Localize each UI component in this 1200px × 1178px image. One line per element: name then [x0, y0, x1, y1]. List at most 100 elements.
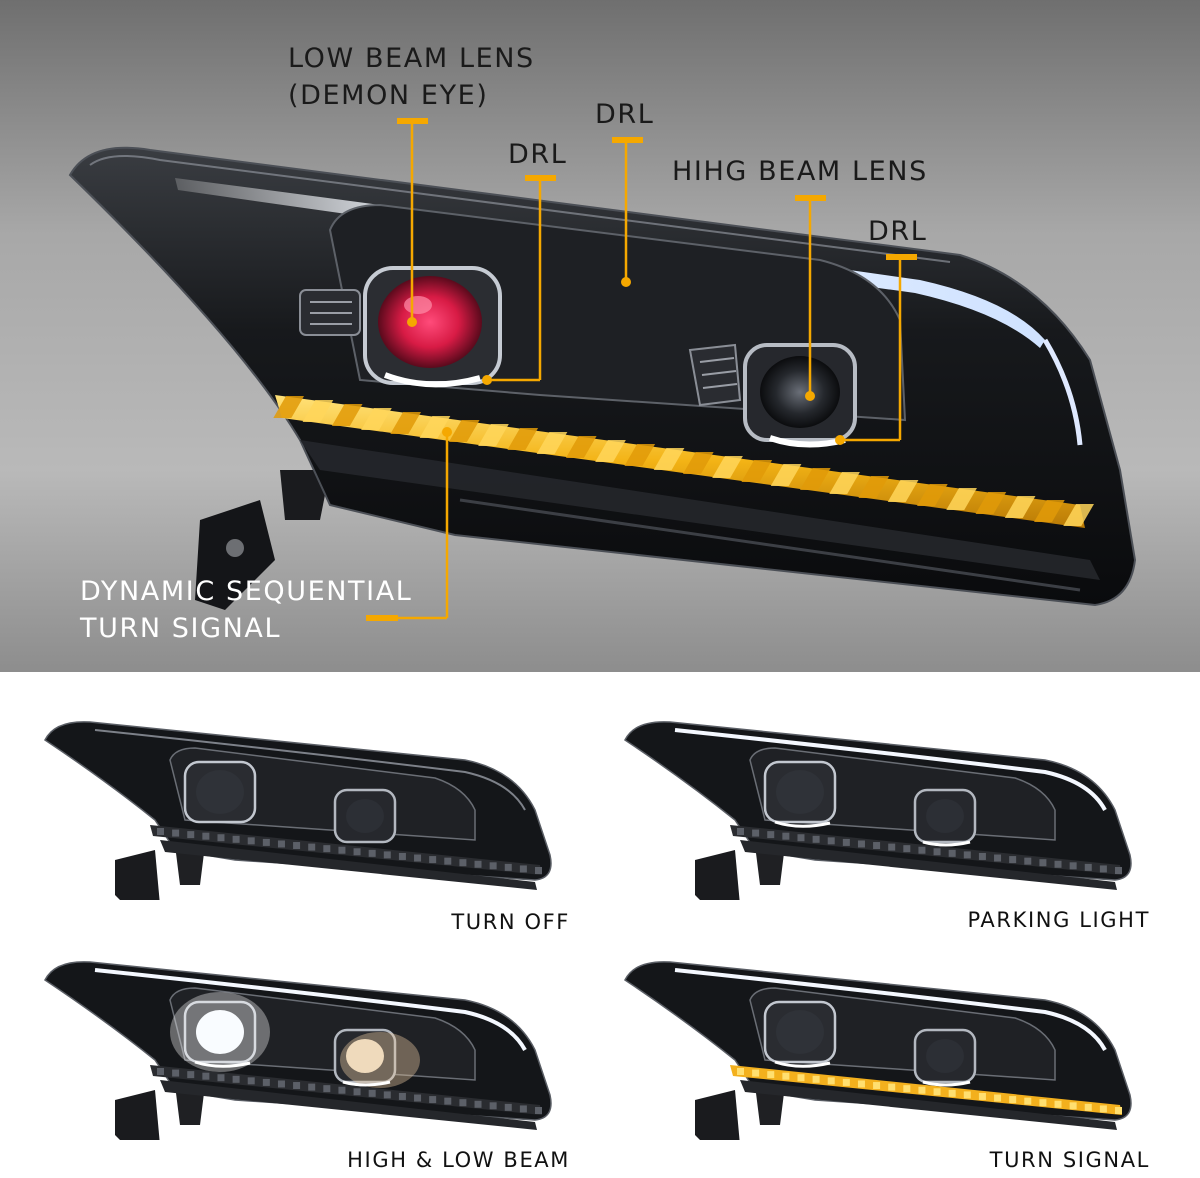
turn-signal-segment — [842, 838, 850, 846]
turn-signal-segment — [474, 860, 482, 868]
lower-trim — [160, 1080, 537, 1130]
turn-signal-segment — [770, 464, 802, 486]
low-beam-drl-ring — [194, 1060, 251, 1068]
turn-signal-segment — [918, 846, 926, 854]
turn-signal-segment — [1084, 1103, 1092, 1111]
drl-light-bar — [94, 968, 527, 1051]
mount-tab — [280, 470, 330, 520]
turn-signal-segment — [1099, 1105, 1107, 1113]
turn-signal-segment — [741, 460, 773, 482]
low-beam-lens — [776, 1010, 824, 1054]
high-beam-lens — [346, 1039, 384, 1073]
turn-signal-segment — [782, 832, 790, 840]
turn-signal-segment — [903, 845, 911, 853]
turn-signal-segment — [978, 1092, 986, 1100]
turn-signal-segment — [172, 1069, 180, 1077]
turn-signal-segment — [842, 1078, 850, 1086]
turn-signal-segment — [398, 852, 406, 860]
turn-signal-segment — [308, 1083, 316, 1091]
turn-signal-segment — [429, 856, 437, 864]
turn-signal-segment — [338, 846, 346, 854]
callout-turn-signal-line2: TURN SIGNAL — [80, 613, 282, 644]
turn-signal-segment — [1039, 1099, 1047, 1107]
turn-signal-segment — [858, 476, 890, 498]
high-beam-glow — [340, 1032, 420, 1088]
turn-signal-segment — [994, 1094, 1002, 1102]
turn-signal-segment — [277, 1080, 285, 1088]
turn-signal-segment — [712, 456, 743, 478]
high-beam-lens — [926, 1039, 964, 1073]
turn-signal-segment — [624, 444, 656, 466]
turn-signal-segment — [963, 1091, 971, 1099]
mount-bracket — [695, 1090, 740, 1140]
turn-signal-segment — [1115, 1107, 1122, 1114]
turn-signal-segment — [933, 848, 941, 856]
turn-signal-segment — [737, 1068, 744, 1075]
sequential-turn-signal-strip — [275, 395, 1085, 528]
turn-signal-segment — [946, 488, 977, 510]
callout-drl-3: DRL — [868, 216, 928, 247]
turn-signal-segment — [887, 480, 919, 502]
state-panel-high-low-beam: HIGH & LOW BEAM — [35, 940, 585, 1175]
callout-drl-1: DRL — [508, 139, 568, 170]
turn-signal-segment — [535, 867, 542, 874]
low-beam-lens — [196, 1010, 244, 1054]
state-label-parking-light: PARKING LIGHT — [967, 908, 1150, 932]
turn-signal-segment — [1069, 1102, 1077, 1110]
turn-signal-segment — [323, 845, 331, 853]
housing-edge-highlight — [89, 155, 951, 263]
callout-drl-2: DRL — [595, 99, 655, 130]
turn-signal-segment — [217, 1074, 225, 1082]
state-headlight-high-low-beam — [44, 961, 552, 1140]
lower-trim — [300, 440, 1100, 580]
turn-signal-segment — [653, 448, 685, 470]
turn-signal-segment — [293, 842, 301, 850]
state-panel-turn-off: TURN OFF — [35, 700, 585, 940]
lower-trim — [160, 840, 537, 890]
high-beam-lens — [926, 799, 964, 833]
hero-section: LOW BEAM LENS (DEMON EYE) DRL DRL HIHG B… — [0, 0, 1200, 672]
turn-signal-segment — [489, 862, 497, 870]
turn-signal-segment — [390, 412, 422, 434]
turn-signal-segment — [918, 1086, 926, 1094]
turn-signal-segment — [595, 440, 626, 462]
turn-signal-segment — [857, 840, 865, 848]
turn-signal-segment — [202, 1072, 210, 1080]
high-beam-drl-ring — [922, 1080, 971, 1087]
turn-signal-segment — [978, 852, 986, 860]
turn-signal-segment — [232, 1075, 240, 1083]
turn-signal-segment — [444, 1097, 452, 1105]
high-beam-fins — [688, 343, 742, 407]
turn-signal-segment — [338, 1086, 346, 1094]
low-beam-lens — [776, 770, 824, 814]
turn-signal-segment — [478, 424, 509, 446]
turn-signal-segment — [353, 1088, 361, 1096]
turn-signal-segment — [752, 1069, 760, 1077]
turn-signal-segment — [1039, 859, 1047, 867]
drl-light-bar — [175, 178, 1045, 348]
turn-signal-segment — [873, 842, 881, 850]
turn-signal-segment — [429, 1096, 437, 1104]
turn-signal-segment — [474, 1100, 482, 1108]
turn-signal-segment — [459, 1099, 467, 1107]
turn-signal-segment — [187, 831, 195, 839]
turn-signal-segment — [857, 1080, 865, 1088]
drl-light-bar — [674, 968, 1107, 1051]
turn-signal-segment — [812, 1075, 820, 1083]
turn-signal-segment — [323, 1085, 331, 1093]
turn-signal-segment — [1063, 504, 1094, 526]
turn-signal-segment — [262, 838, 270, 846]
turn-signal-segment — [368, 1089, 376, 1097]
turn-signal-segment — [273, 396, 305, 418]
hero-headlight-illustration — [0, 0, 1200, 672]
turn-signal-segment — [331, 404, 363, 426]
turn-signal-segment — [916, 484, 948, 506]
turn-signal-segment — [262, 1078, 270, 1086]
turn-signal-segment — [361, 408, 392, 430]
low-beam-drl-ring — [383, 372, 481, 388]
turn-signal-segment — [737, 828, 744, 835]
turn-signal-segment — [1004, 496, 1036, 518]
turn-signal-segment — [444, 857, 452, 865]
turn-signal-segment — [1024, 1097, 1032, 1105]
turn-signal-segment — [948, 849, 956, 857]
